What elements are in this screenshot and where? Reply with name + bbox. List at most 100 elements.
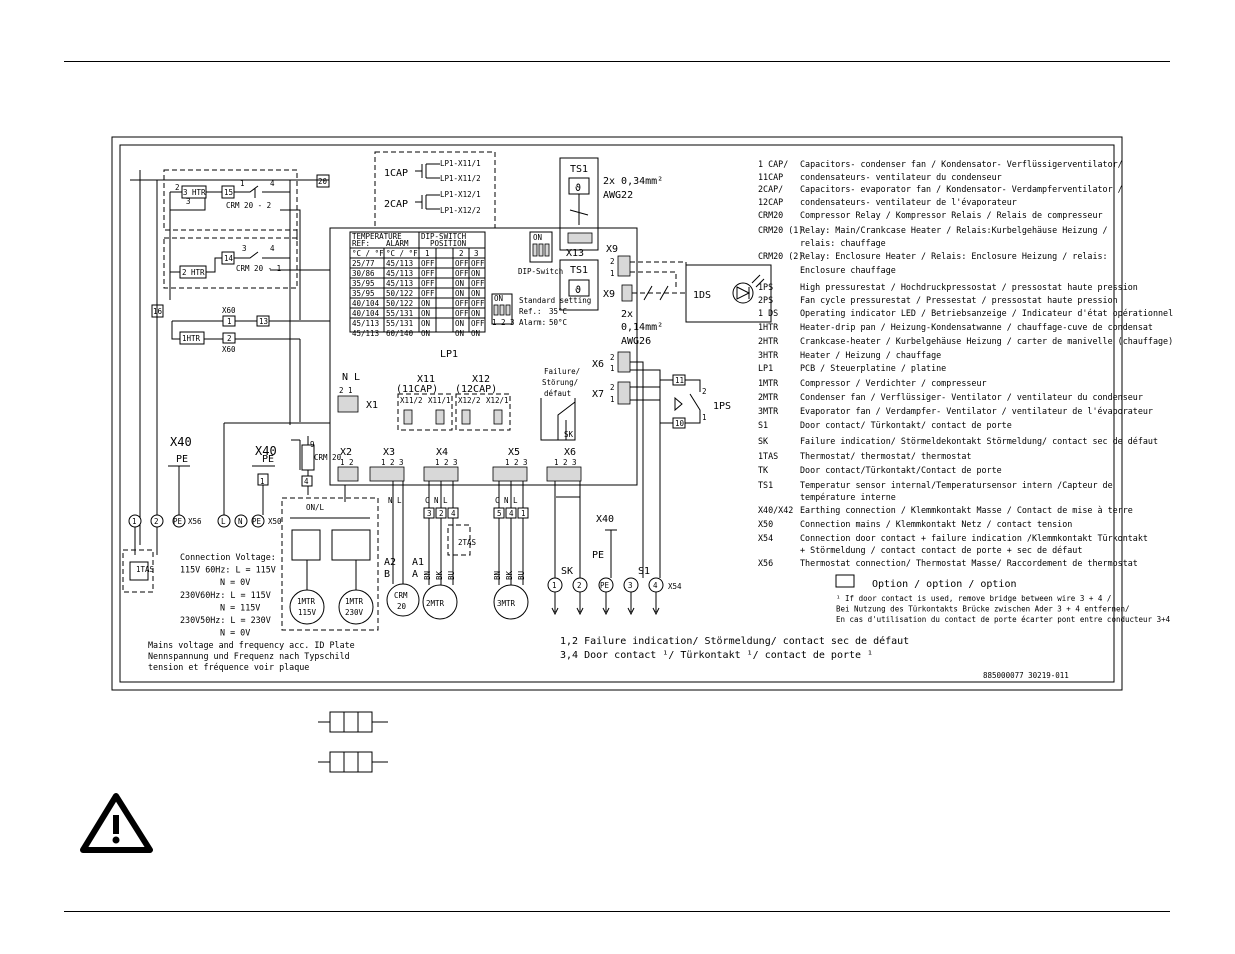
legend-code: X56 <box>758 558 773 568</box>
x5-n4: 4 <box>509 509 514 518</box>
th-pos-2: 2 <box>459 249 464 258</box>
legend-text: Compressor Relay / Kompressor Relais / R… <box>800 210 1103 220</box>
fuse-symbol-1 <box>318 711 388 733</box>
dip-cell: ON <box>421 299 430 308</box>
dip-switch-label: DIP-Switch <box>518 267 563 276</box>
cable-2-label: 2x <box>621 309 633 320</box>
legend-code: CRM20 (2) <box>758 251 803 261</box>
mtr3-label: 3MTR <box>497 599 516 608</box>
crm-20-label: 20 <box>397 602 407 611</box>
wire-14-label: 14 <box>224 254 234 263</box>
legend-text: condensateurs- ventilateur du condenseur <box>800 172 1002 182</box>
x7-pin2: 2 <box>610 383 615 392</box>
mtr-115-volt: 115V <box>298 608 317 617</box>
dip-cell: ON <box>421 309 430 318</box>
th-temperature: TEMPERATURE <box>352 232 402 241</box>
dip-cell: OFF <box>471 299 485 308</box>
bottom-section: X40 PE X40 PE 1 1 2 PE X56 L N PE X50 1T… <box>122 361 682 631</box>
contact-note-line: 1,2 Failure indication/ Störmeldung/ con… <box>560 635 909 647</box>
conn-x5-label: X5 <box>508 447 520 458</box>
heater-1htr-label: 1HTR <box>182 334 201 343</box>
voltage-note-line: N = 0V <box>220 577 250 587</box>
x40-b-pin: 1 <box>260 477 265 486</box>
x13-label: X13 <box>566 248 584 259</box>
voltage-notes: Connection Voltage:115V 60Hz: L = 115VN … <box>180 552 276 638</box>
cap-line-3: LP1-X12/1 <box>440 190 481 199</box>
dip-cell: 35/95 <box>352 279 375 288</box>
ts1-bottom-label: TS1 <box>570 265 588 276</box>
contact-note-line: 3,4 Door contact ¹/ Türkontakt ¹/ contac… <box>560 650 873 661</box>
x4-n3: 3 <box>427 509 432 518</box>
x5-cnl: C N L <box>495 496 518 505</box>
dip-cell: 40/104 <box>352 299 380 308</box>
dip-cell: ON <box>421 319 430 328</box>
bottom-rule <box>64 911 1170 912</box>
mtr-115-label: 1MTR <box>297 597 316 606</box>
ts1-symbol-bottom: ϑ <box>575 285 581 296</box>
x4-cnl: C N L <box>425 496 448 505</box>
th-pos-3: 3 <box>474 249 479 258</box>
out-1: 1 <box>552 581 557 590</box>
legend-text: High pressurestat / Hochdruckpressostat … <box>800 282 1138 292</box>
x4-bn: BN <box>423 571 432 580</box>
crm-label: CRM <box>394 591 408 600</box>
legend-code: 1MTR <box>758 378 779 388</box>
voltage-note-line: N = 115V <box>220 602 260 612</box>
legend-text: Door contact/Türkontakt/Contact de porte <box>800 465 1002 475</box>
x12-pin-b: X12/1 <box>486 396 509 405</box>
legend-text: Relay: Enclosure Heater / Relais: Enclos… <box>800 251 1108 261</box>
dip-cell: OFF <box>421 269 435 278</box>
wire-11-label: 11 <box>675 376 684 385</box>
dip-cell: 45/113 <box>386 269 413 278</box>
legend-code: CRM20 (1) <box>758 225 803 235</box>
pin-4b: 4 <box>270 244 275 253</box>
heater-2htr-label: 2 HTR <box>182 268 205 277</box>
ref-label: Ref.: <box>519 307 542 316</box>
sensor-section: TS1 ϑ TS1 ϑ X13 2x 0,34mm² AWG22 X9 2 1 … <box>559 157 772 347</box>
term-1: 1 <box>132 517 137 526</box>
legend-text: Connection door contact + failure indica… <box>800 533 1148 543</box>
a2-label: A2 <box>384 557 396 568</box>
x7-pin1: 1 <box>610 395 615 404</box>
th-ref: REF: <box>352 239 370 248</box>
legend-code: 2CAP/ <box>758 184 783 194</box>
dip-cell: OFF <box>471 279 485 288</box>
x60-pin-1: 1 <box>227 317 232 326</box>
dip-cell: ON <box>455 319 464 328</box>
x11-pin-a: X11/2 <box>400 396 423 405</box>
ips-pin-1: 1 <box>702 413 707 422</box>
conn-x3-label: X3 <box>383 447 395 458</box>
legend-text: Connection mains / Klemmkontakt Netz / c… <box>800 519 1072 529</box>
legend-text: + Störmeldung / contact contact de porte… <box>800 545 1082 555</box>
dip-cell: 35/95 <box>352 289 375 298</box>
dip-cell: OFF <box>421 279 435 288</box>
warning-icon <box>80 793 153 853</box>
dip-cell: OFF <box>421 259 435 268</box>
conn-x4-label: X4 <box>436 447 448 458</box>
dip-cell: 45/113 <box>352 329 379 338</box>
th-dip: DIP-SWITCH <box>421 232 467 241</box>
ips-pin-2: 2 <box>702 387 707 396</box>
pe-a: PE <box>176 454 188 465</box>
dip-cell: ON <box>471 269 480 278</box>
dip-cell: ON <box>471 329 480 338</box>
contact-notes: 1,2 Failure indication/ Störmeldung/ con… <box>560 635 909 661</box>
wire-20-label: 20 <box>318 177 328 186</box>
dip-cell: OFF <box>455 259 469 268</box>
footnote-line: ¹ If door contact is used, remove bridge… <box>836 594 1111 603</box>
dip-cell: 45/113 <box>386 259 413 268</box>
cap-line-4: LP1-X12/2 <box>440 206 481 215</box>
pin-1a: 1 <box>240 179 245 188</box>
capacitor-section: 1CAP 2CAP LP1-X11/1 LP1-X11/2 LP1-X12/1 … <box>374 151 496 230</box>
x12-cap-label: (12CAP) <box>455 384 497 395</box>
legend-code: X40/X42 <box>758 505 793 515</box>
legend-code: SK <box>758 436 769 446</box>
legend-code: 2MTR <box>758 392 779 402</box>
dip-cell: 55/131 <box>386 309 413 318</box>
legend-code: X50 <box>758 519 773 529</box>
dip-cell: 40/104 <box>352 309 380 318</box>
legend-code: 1HTR <box>758 322 779 332</box>
crm20-coil-label: CRM 20 <box>314 453 342 462</box>
